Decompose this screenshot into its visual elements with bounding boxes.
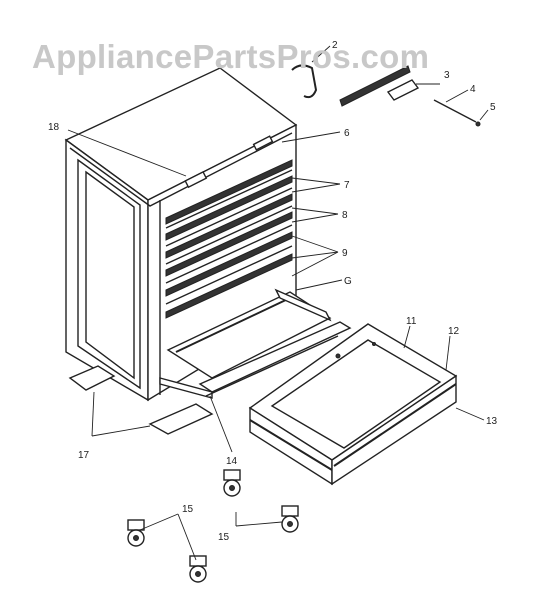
caster-4 xyxy=(189,555,207,583)
drawer-front-panel xyxy=(331,374,457,486)
base-bracket-right xyxy=(148,403,214,435)
leader-6 xyxy=(281,131,341,143)
drawer xyxy=(248,323,458,486)
drawer-handle xyxy=(333,383,457,467)
drawer-front-1 xyxy=(165,159,293,225)
drawer-opening xyxy=(159,288,332,399)
drawer-gap-5 xyxy=(165,245,293,305)
piano-hinge xyxy=(339,65,411,107)
hinge-bracket xyxy=(386,79,420,101)
left-rail-stub xyxy=(159,377,213,399)
drawer-front-4 xyxy=(165,211,293,277)
callout-17: 17 xyxy=(78,450,90,461)
leader-17b xyxy=(91,425,151,437)
cabinet-handle xyxy=(291,64,318,99)
leader-10 xyxy=(295,279,343,291)
leader-7a xyxy=(291,177,341,185)
leader-5 xyxy=(479,109,489,121)
drawer-hole-2 xyxy=(372,342,376,346)
screw xyxy=(475,121,481,127)
caster-hub xyxy=(133,535,139,541)
right-rail xyxy=(274,288,332,322)
drawer-hole-1 xyxy=(335,353,341,359)
callout-2: 2 xyxy=(332,40,338,51)
leader-15a-left xyxy=(139,513,179,531)
watermark: AppliancePartsPros.com xyxy=(32,38,430,75)
leader-8b xyxy=(291,213,339,223)
leader-7b xyxy=(291,183,341,193)
caster-plate xyxy=(223,469,241,481)
drawer-gap-3 xyxy=(165,205,293,265)
top-rim xyxy=(69,132,293,207)
opening-floor xyxy=(166,291,332,379)
callout-6: 6 xyxy=(344,128,350,139)
callout-8: 8 xyxy=(342,210,348,221)
caster-1 xyxy=(223,469,241,497)
caster-plate xyxy=(127,519,145,531)
callout-13: 13 xyxy=(486,416,498,427)
casters xyxy=(127,469,299,583)
leader-9b xyxy=(291,251,339,259)
leader-2 xyxy=(311,45,331,63)
leader-14 xyxy=(209,395,233,453)
caster-hub xyxy=(287,521,293,527)
cabinet xyxy=(64,67,298,402)
leader-17a xyxy=(91,391,95,437)
top-latch-plate xyxy=(252,135,274,151)
leader-8a xyxy=(291,207,339,215)
drawer-front-5 xyxy=(165,231,293,297)
caster-plate xyxy=(281,505,299,517)
callout-9: 9 xyxy=(342,248,348,259)
callout-11: 11 xyxy=(406,316,417,327)
side-panel-inset xyxy=(77,158,141,390)
top-lock-plate xyxy=(184,170,208,189)
opening-edge xyxy=(175,297,291,353)
leader-9a xyxy=(291,235,339,253)
caster-plate xyxy=(189,555,207,567)
side-panel-inset-inner xyxy=(85,170,135,380)
callout-5: 5 xyxy=(490,102,496,113)
callout-14: 14 xyxy=(226,456,238,467)
leader-lines xyxy=(67,45,489,561)
slide-inner-line xyxy=(205,335,339,397)
caster-hub xyxy=(229,485,235,491)
drawer-front-3 xyxy=(165,193,293,259)
drawer-gap-1 xyxy=(165,169,293,229)
leader-11 xyxy=(403,325,411,349)
drawer-fronts xyxy=(165,159,293,319)
callout-15-left: 15 xyxy=(182,504,194,515)
drawer-inner-bottom xyxy=(270,339,442,449)
callout-4: 4 xyxy=(470,84,476,95)
callout-15-right: 15 xyxy=(218,532,230,543)
leader-18 xyxy=(67,129,187,177)
leader-4 xyxy=(445,89,469,103)
leader-15-right xyxy=(235,521,283,527)
callout-12: 12 xyxy=(448,326,460,337)
callout-10: G xyxy=(344,276,352,287)
hinge-pin xyxy=(433,99,477,123)
callout-18: 18 xyxy=(48,122,60,133)
drawer-gap-2 xyxy=(165,187,293,247)
caster-2 xyxy=(281,505,299,533)
callout-7: 7 xyxy=(344,180,350,191)
drawer-front-6 xyxy=(165,253,293,319)
caster-3 xyxy=(127,519,145,547)
base-bracket-left xyxy=(68,365,116,391)
drawer-front-2 xyxy=(165,175,293,241)
caster-hub xyxy=(195,571,201,577)
drawer-gap-4 xyxy=(165,224,293,284)
drawer-slide xyxy=(198,321,352,393)
leader-9c xyxy=(291,251,339,277)
callout-3: 3 xyxy=(444,70,450,81)
leader-13 xyxy=(455,407,485,421)
leader-12 xyxy=(445,335,451,371)
leader-15a-down xyxy=(177,513,197,561)
callout-labels: 2 3 4 5 6 7 8 9 G 11 12 13 14 15 15 17 1… xyxy=(48,40,498,543)
drawer-side-lip xyxy=(249,419,333,471)
